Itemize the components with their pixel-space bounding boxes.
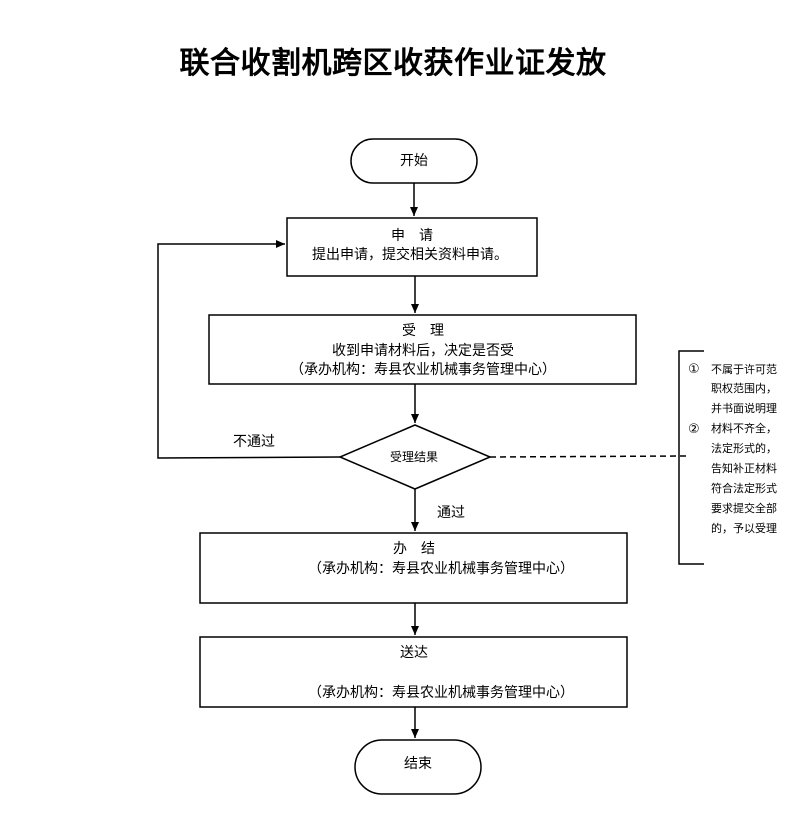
edge-decision-note (489, 455, 687, 458)
deliver-org: （承办机构：寿县农业机械事务管理中心） (308, 684, 574, 701)
handle-box (199, 532, 628, 604)
end-terminal (354, 739, 482, 795)
note-line: 告知补正材料 (711, 461, 777, 475)
accept-box (208, 314, 637, 385)
pass-label: 通过 (437, 505, 465, 521)
note-marker-2: ② (688, 422, 700, 437)
note-line: 法定形式的， (711, 441, 777, 455)
apply-box (286, 217, 538, 277)
start-label: 开始 (400, 153, 428, 169)
deliver-box (199, 636, 628, 708)
note-line: 材料不齐全， (711, 421, 777, 435)
note-line: 并书面说明理 (711, 401, 777, 415)
end-label: 结束 (404, 756, 432, 772)
note-line: 不属于许可范 (711, 362, 777, 376)
edge-fail-loop (157, 240, 341, 459)
handle-org: （承办机构：寿县农业机械事务管理中心） (308, 560, 574, 577)
accept-desc: 收到申请材料后，决定是否受 (332, 343, 514, 359)
accept-title: 受 理 (402, 323, 444, 339)
apply-title: 申 请 (391, 228, 433, 244)
handle-title: 办 结 (393, 541, 435, 557)
note-marker-1: ① (688, 362, 700, 377)
note-line: 的，予以受理 (711, 521, 777, 535)
decision-label: 受理结果 (390, 450, 438, 464)
deliver-title: 送达 (400, 645, 428, 661)
apply-desc: 提出申请，提交相关资料申请。 (312, 246, 508, 263)
note-line: 职权范围内， (711, 381, 777, 395)
note-bracket (678, 350, 704, 565)
note-line: 要求提交全部 (711, 501, 777, 515)
note-line: 符合法定形式 (711, 481, 777, 495)
accept-org: （承办机构：寿县农业机械事务管理中心） (290, 361, 556, 378)
fail-label: 不通过 (233, 434, 275, 450)
page-title: 联合收割机跨区收获作业证发放 (179, 46, 607, 81)
